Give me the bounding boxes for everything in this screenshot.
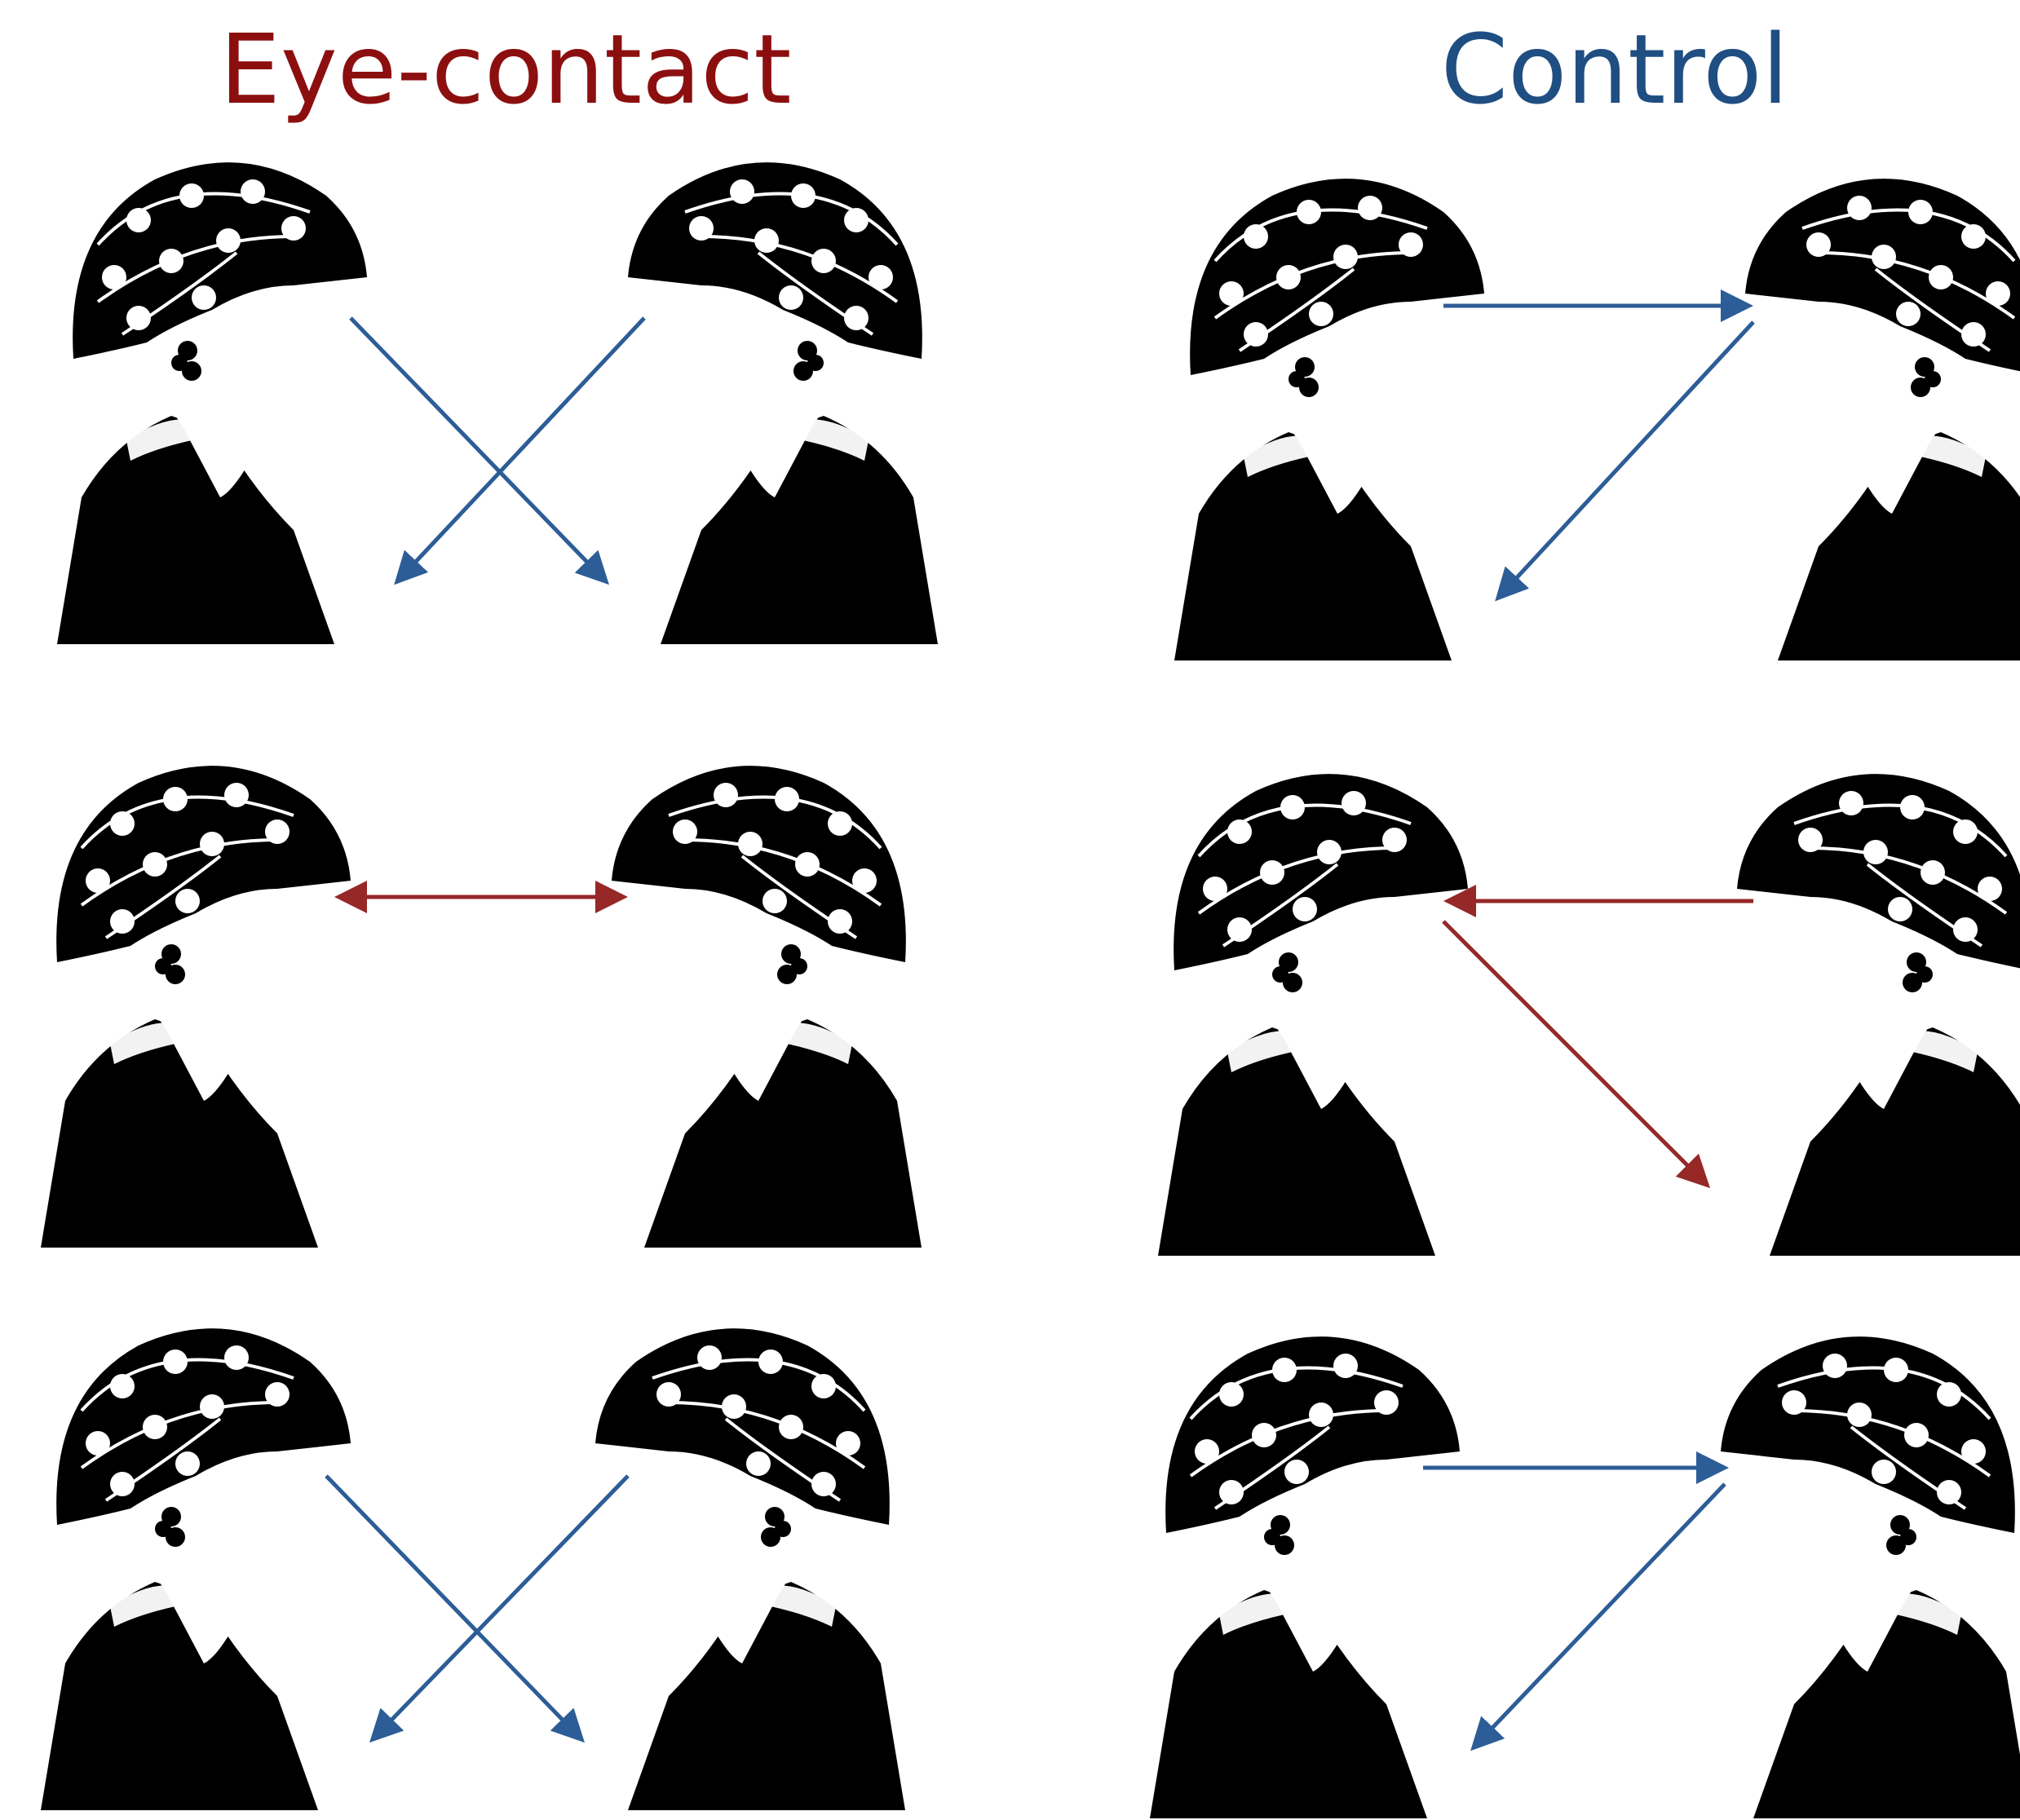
eeg-head-left bbox=[1174, 179, 1484, 660]
eeg-head-right bbox=[1745, 179, 2020, 660]
control-row3-pair bbox=[1150, 1336, 2020, 1818]
gaze-arrow-right-to-down bbox=[375, 1476, 628, 1737]
eye-contact-row2-pair bbox=[41, 766, 922, 1248]
eeg-head-left bbox=[41, 1328, 351, 1810]
eeg-head-right bbox=[1737, 774, 2020, 1256]
eeg-head-right bbox=[595, 1328, 905, 1810]
gaze-arrow-right-to-down bbox=[1501, 322, 1753, 595]
eeg-head-right bbox=[1721, 1336, 2020, 1818]
eeg-head-right bbox=[612, 766, 922, 1248]
gaze-arrow-right-to-down bbox=[1476, 1484, 1725, 1745]
eeg-head-left bbox=[1150, 1336, 1460, 1818]
gaze-arrow-left-to-down bbox=[1443, 921, 1704, 1182]
eeg-head-right bbox=[628, 162, 938, 644]
gaze-arrow-left-to-down bbox=[326, 1476, 579, 1737]
control-row2-pair bbox=[1158, 774, 2020, 1256]
eeg-head-left bbox=[1158, 774, 1468, 1256]
eeg-head-left bbox=[41, 766, 351, 1248]
control-row1-pair bbox=[1174, 179, 2020, 660]
eeg-head-left bbox=[57, 162, 367, 644]
gaze-arrow-left-to-down bbox=[351, 318, 603, 579]
eye-contact-row3-pair bbox=[41, 1328, 905, 1810]
eye-contact-row1-pair bbox=[57, 162, 938, 644]
gaze-arrow-right-to-down bbox=[400, 318, 644, 579]
